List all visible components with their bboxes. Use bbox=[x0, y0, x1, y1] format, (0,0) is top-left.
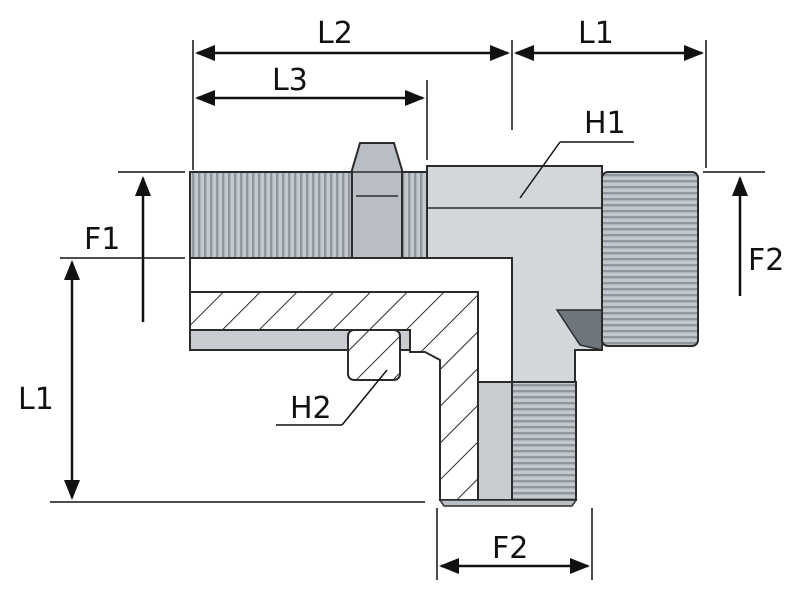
label-h2: H2 bbox=[290, 391, 332, 426]
label-h1: H1 bbox=[584, 106, 626, 141]
label-f2-right: F2 bbox=[748, 243, 784, 278]
label-f2-bottom: F2 bbox=[492, 531, 528, 566]
extension-lines bbox=[50, 40, 765, 580]
section-cut bbox=[189, 291, 479, 501]
label-l1-top: L1 bbox=[578, 16, 614, 51]
label-l1-left: L1 bbox=[18, 382, 54, 417]
hex-nut bbox=[351, 142, 403, 259]
right-thread bbox=[601, 171, 699, 347]
bottom-collar bbox=[477, 381, 513, 501]
dimension-arrows bbox=[64, 45, 748, 574]
fitting-body bbox=[189, 142, 699, 507]
label-f1: F1 bbox=[84, 222, 120, 257]
o-ring-seal bbox=[347, 329, 401, 381]
label-l2: L2 bbox=[317, 16, 353, 51]
bottom-thread bbox=[511, 381, 577, 501]
label-l3: L3 bbox=[272, 63, 308, 98]
dimension-labels: L2 L1 L3 H1 F1 F2 L1 H2 F2 bbox=[18, 16, 784, 566]
bore-cone bbox=[555, 309, 603, 351]
